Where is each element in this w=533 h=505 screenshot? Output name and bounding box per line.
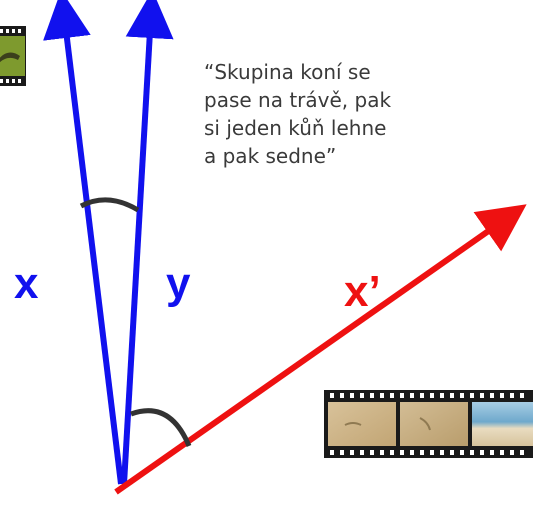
vector-y-arrow bbox=[121, 0, 174, 485]
vector-x-prime-arrow bbox=[114, 204, 527, 495]
film-strip-sand-frames-icon bbox=[324, 390, 533, 458]
vector-x-prime-label: x’ bbox=[344, 267, 381, 316]
scenario-caption: “Skupina koní se pase na trávě, pak si j… bbox=[204, 60, 392, 168]
film-strip-grass-horse-icon bbox=[0, 26, 26, 86]
angle-arc-xy bbox=[79, 197, 140, 213]
angle-arc-yx-prime bbox=[130, 408, 192, 447]
vector-x-label: x bbox=[14, 259, 39, 308]
vector-y-label: y bbox=[166, 259, 191, 308]
vector-x-arrow bbox=[43, 0, 124, 485]
